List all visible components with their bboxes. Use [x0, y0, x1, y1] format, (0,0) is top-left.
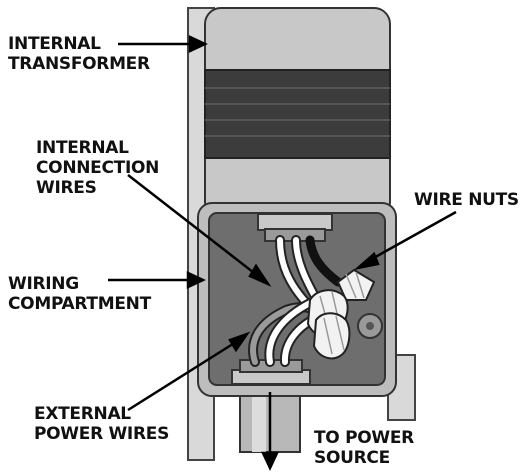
label-wiring-compartment: WIRING COMPARTMENT — [8, 274, 151, 314]
wire-nut-3 — [312, 312, 351, 360]
arrowhead-wire-nuts — [353, 251, 380, 271]
label-internal-transformer-line1: INTERNAL — [8, 34, 101, 54]
leader-lines — [108, 35, 457, 471]
label-wiring-compartment-line1: WIRING — [8, 274, 79, 294]
label-to-power-source-line2: SOURCE — [314, 448, 390, 468]
arrow-internal-connection-wires — [127, 174, 259, 277]
label-internal-transformer-line2: TRANSFORMER — [8, 54, 150, 74]
arrowhead-to-power-source — [261, 451, 279, 471]
label-internal-connection-wires-line1: INTERNAL — [36, 138, 129, 158]
internal-transformer — [204, 7, 391, 219]
label-external-power-wires-line1: EXTERNAL — [34, 404, 131, 424]
arrowhead-wiring-compartment — [186, 271, 206, 289]
label-external-power-wires-line2: POWER WIRES — [34, 424, 170, 444]
label-wire-nuts: WIRE NUTS — [414, 190, 519, 210]
arrowhead-internal-connection-wires — [248, 263, 272, 287]
arrow-external-power-wires — [127, 340, 237, 412]
wire-nut-1 — [336, 268, 376, 301]
label-to-power-source-line1: TO POWER — [314, 428, 414, 448]
arrowhead-internal-transformer — [188, 35, 208, 53]
label-external-power-wires: EXTERNAL POWER WIRES — [34, 404, 169, 444]
label-wiring-compartment-line2: COMPARTMENT — [8, 294, 151, 314]
label-internal-connection-wires-line2: CONNECTION — [36, 158, 160, 178]
label-internal-connection-wires: INTERNAL CONNECTION WIRES — [36, 138, 159, 198]
label-wire-nuts-text: WIRE NUTS — [414, 190, 519, 210]
arrow-wire-nuts — [369, 210, 457, 262]
label-internal-connection-wires-line3: WIRES — [36, 178, 97, 198]
arrowhead-external-power-wires — [228, 331, 251, 353]
label-internal-transformer: INTERNAL TRANSFORMER — [8, 34, 150, 74]
label-to-power-source: TO POWER SOURCE — [314, 428, 414, 468]
